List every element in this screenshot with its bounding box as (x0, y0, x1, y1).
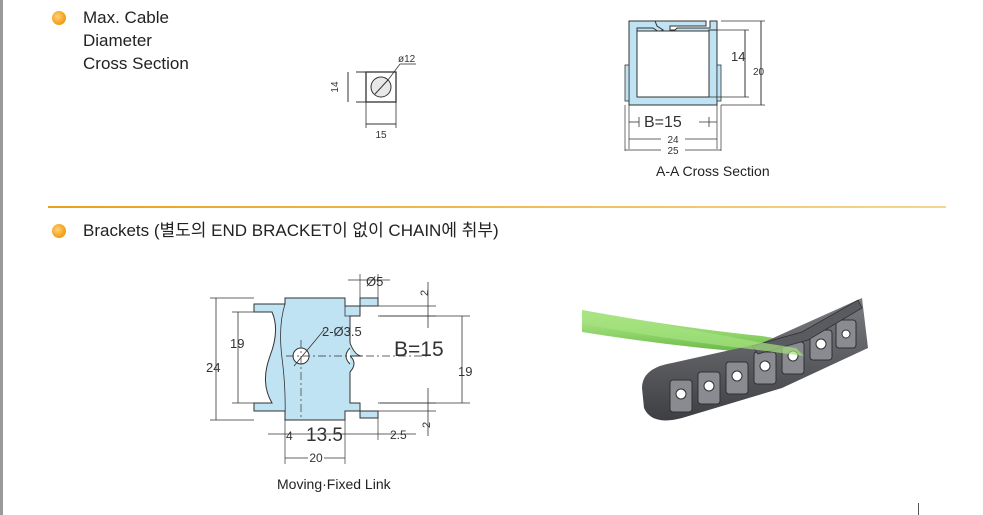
cable-height-label: 14 (330, 81, 341, 93)
bracket-b-label: B=15 (394, 338, 444, 361)
cable-chain-photo (582, 298, 868, 421)
cable-title-line-1: Max. Cable (83, 8, 169, 27)
aa-inner-height-label: 14 (731, 49, 745, 64)
bracket-caption: Moving·Fixed Link (277, 476, 391, 492)
aa-cross-section-drawing: 14 20 B=15 24 25 (624, 20, 765, 157)
bracket-top-gap-label: 2 (419, 290, 431, 296)
bracket-bottom-135-label: 13.5 (306, 425, 343, 446)
bracket-holes-label: 2-Ø3.5 (322, 324, 362, 339)
page-left-border (0, 0, 3, 515)
aa-outer-width-label: 25 (667, 146, 679, 157)
aa-caption: A-A Cross Section (656, 163, 770, 179)
bracket-right-inner-label: 19 (458, 364, 472, 379)
cable-cross-section-drawing: 14 ø12 15 (330, 54, 416, 141)
bracket-left-inner-label: 19 (230, 336, 244, 351)
bracket-left-outer-label: 24 (206, 360, 220, 375)
bracket-hole-top-label: Ø5 (366, 274, 383, 289)
bracket-bottom-gap-label: 2 (421, 422, 433, 428)
bracket-bottom-25-label: 2.5 (390, 428, 407, 442)
brackets-title: Brackets (별도의 END BRACKET이 없이 CHAIN에 취부) (83, 221, 499, 240)
cable-diameter-label: ø12 (398, 54, 416, 65)
aa-outer-height-label: 20 (753, 67, 765, 78)
aa-b-label: B=15 (644, 114, 682, 131)
cable-section-title: Max. Cable Diameter Cross Section (83, 6, 189, 75)
bracket-drawing: 2-Ø3.5 Ø5 2 B=15 2 19 19 24 4 13.5 2.5 2… (206, 274, 472, 465)
cable-title-line-2: Diameter (83, 31, 152, 50)
page-edge-mark (918, 503, 919, 515)
bracket-bottom-20-label: 20 (309, 451, 323, 465)
bracket-bottom-4-label: 4 (286, 429, 293, 443)
section-divider (48, 206, 946, 208)
aa-inner-width-label: 24 (667, 135, 679, 146)
section-bullet-icon (52, 224, 66, 238)
cable-width-label: 15 (375, 130, 387, 141)
section-bullet-icon (52, 11, 66, 25)
cable-title-line-3: Cross Section (83, 54, 189, 73)
